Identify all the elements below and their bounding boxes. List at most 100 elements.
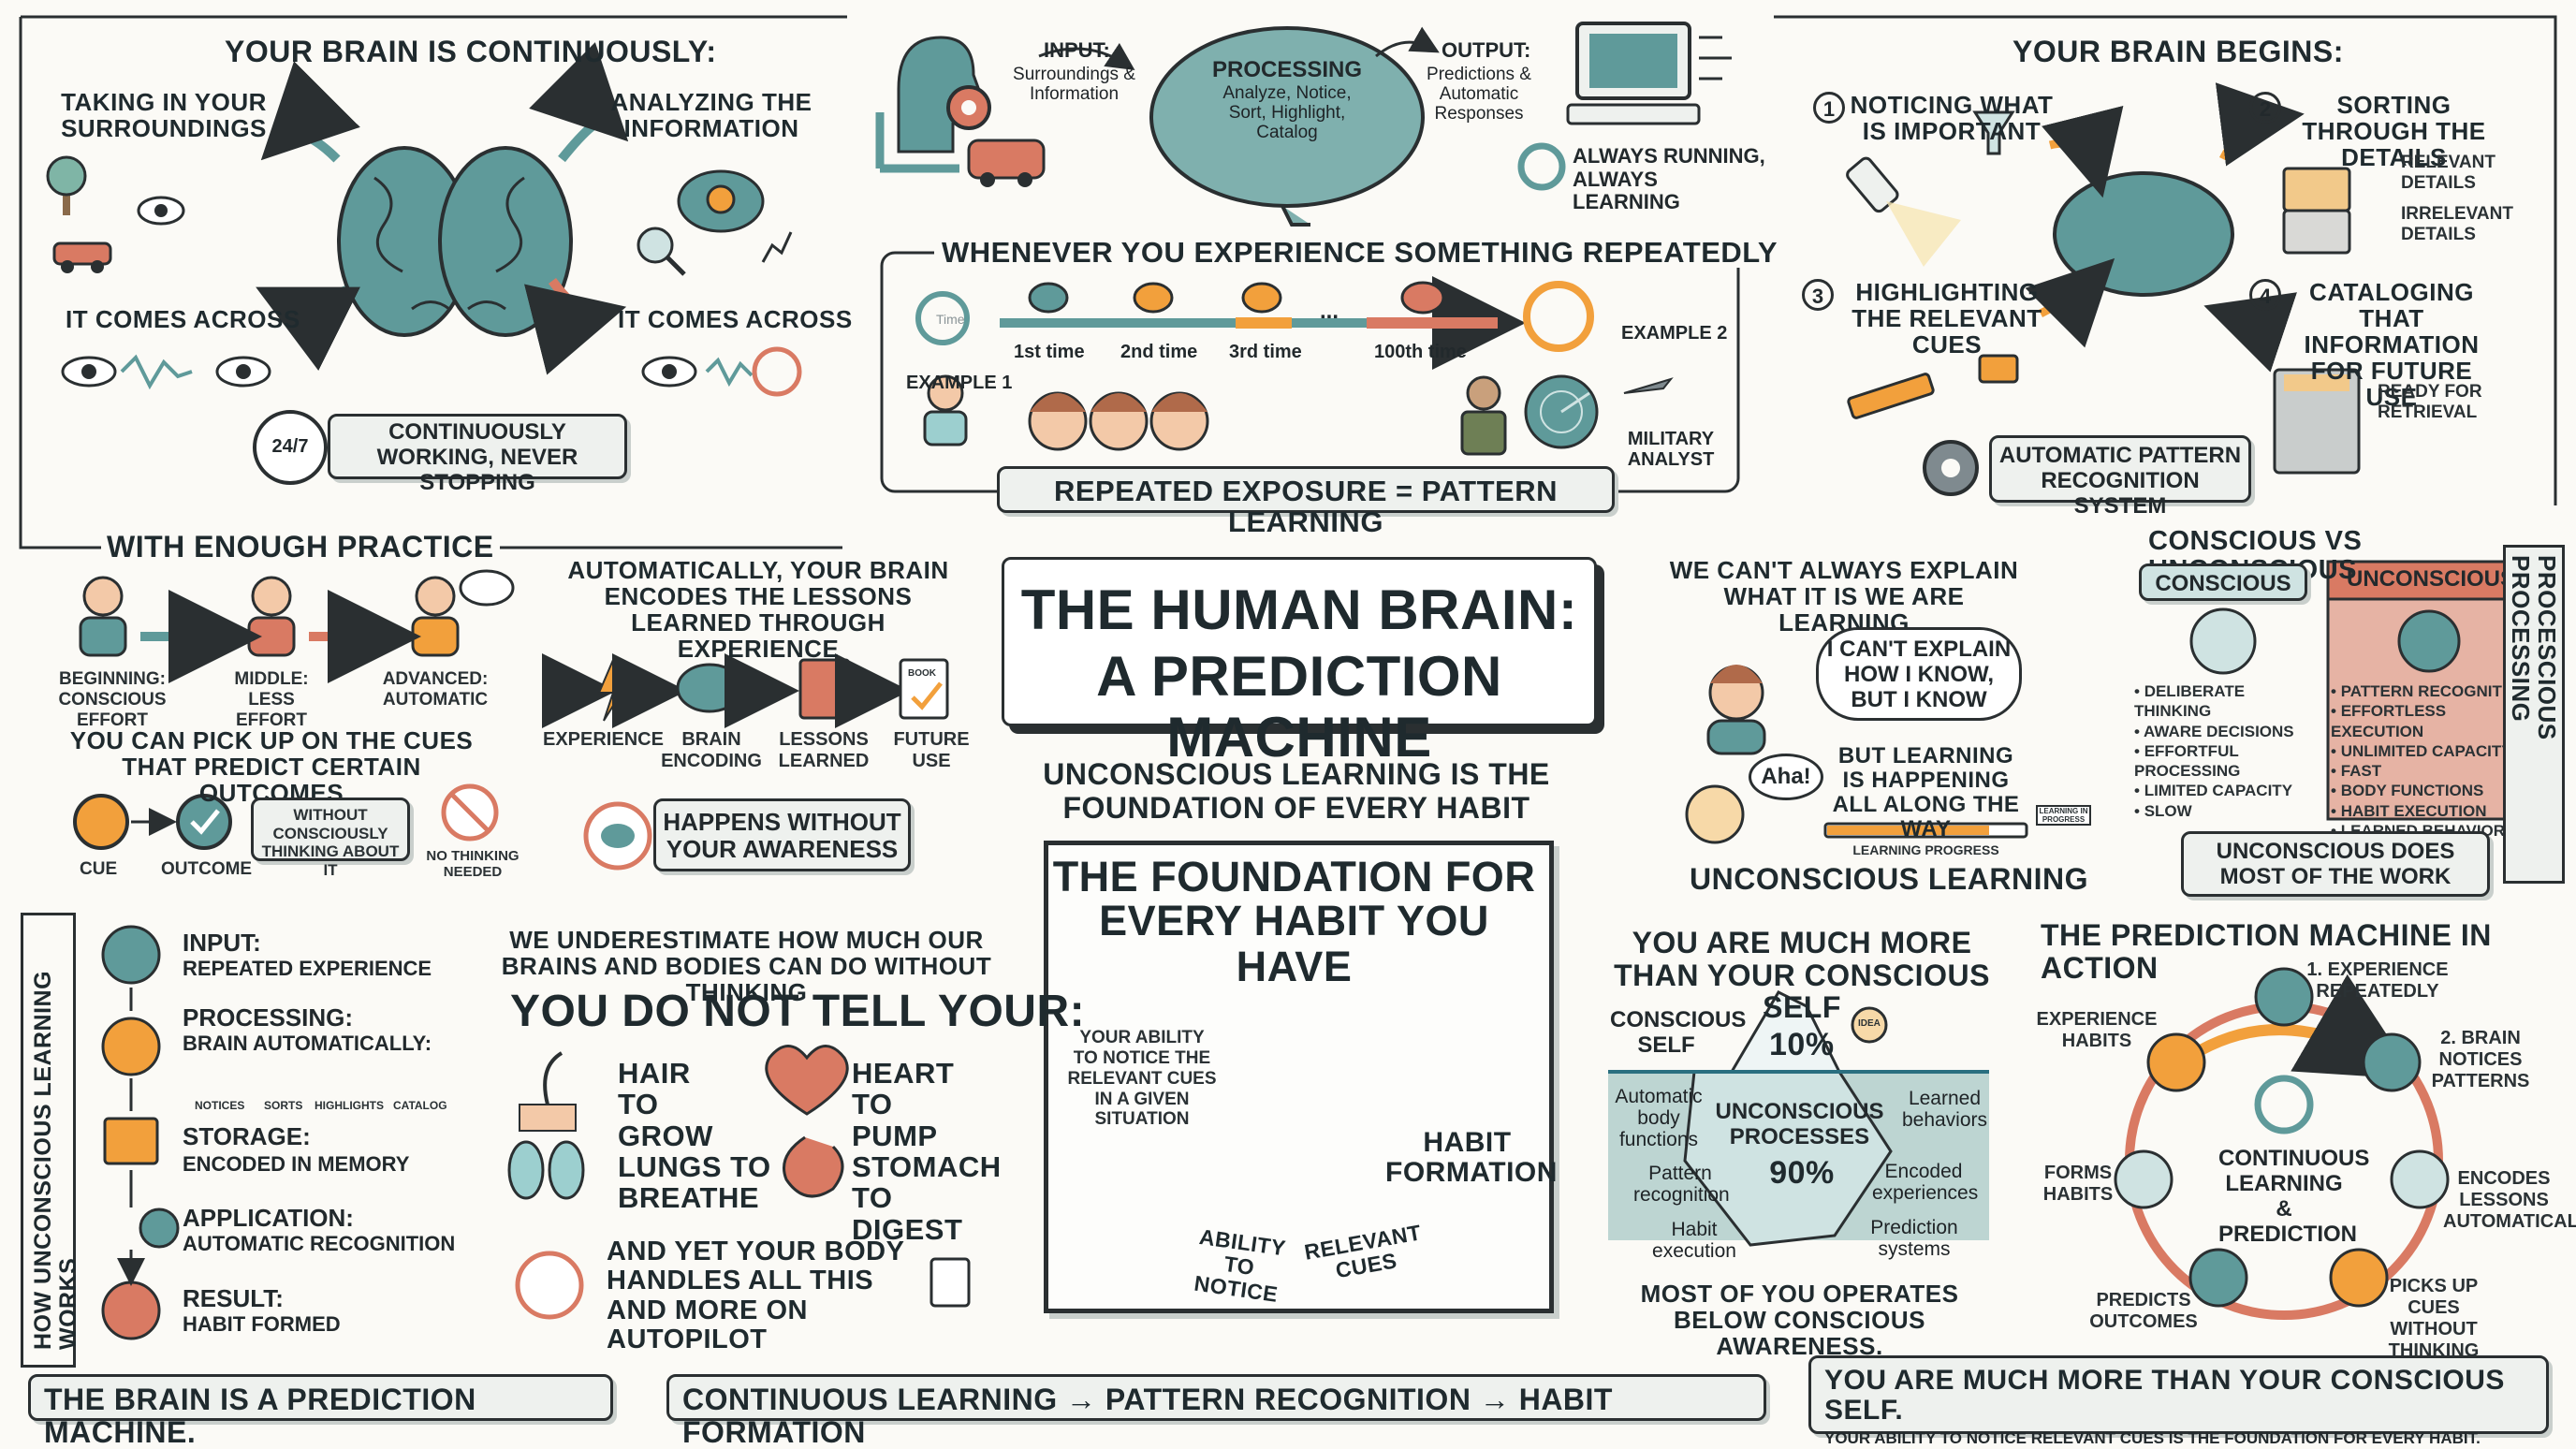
- encodes-title: AUTOMATICALLY, YOUR BRAIN ENCODES THE LE…: [567, 556, 949, 664]
- unconscious-item: BODY FUNCTIONS: [2331, 781, 2533, 800]
- eye-icon: [137, 196, 185, 226]
- iceberg-right-1: Learned behaviors: [1901, 1088, 1988, 1132]
- time-100: 100th time: [1374, 342, 1467, 362]
- does-most-box: UNCONSCIOUS DOES MOST OF THE WORK: [2181, 831, 2490, 897]
- how-application-label: APPLICATION:: [183, 1204, 354, 1232]
- cycle-arrows-icon: [1523, 281, 1594, 352]
- foundation-line1: THE FOUNDATION FOR: [1052, 853, 1536, 900]
- outcome-label: OUTCOME: [161, 859, 253, 879]
- subtitle-line1: UNCONSCIOUS LEARNING IS THE: [1043, 757, 1550, 791]
- explain-title: WE CAN'T ALWAYS EXPLAIN WHAT IT IS WE AR…: [1669, 556, 2019, 637]
- lightning-icon: [597, 659, 629, 722]
- lightbulb-icon: [1851, 1006, 1888, 1044]
- lungs-icon: [507, 1140, 585, 1200]
- vs-vertical-label: PROCESCIOUS PROCESSING: [2502, 545, 2565, 884]
- how-input-label: INPUT:: [183, 929, 261, 957]
- aha-face-icon: [1685, 784, 1745, 844]
- how-sub-highlights: HIGHLIGHTS: [315, 1099, 384, 1112]
- eye-icon: [215, 356, 271, 388]
- without-thinking-box: WITHOUT CONSCIOUSLY THINKING ABOUT IT: [251, 798, 410, 879]
- military-analyst: MILITARY ANALYST: [1627, 429, 1715, 471]
- storage-folder-icon: [103, 1117, 159, 1165]
- hair-icon: [519, 1051, 577, 1132]
- how-application-text: AUTOMATIC RECOGNITION: [183, 1232, 456, 1255]
- step-4-number: 4: [2249, 279, 2281, 311]
- footer-right-small: YOUR ABILITY TO NOTICE RELEVANT CUES IS …: [1824, 1428, 2481, 1447]
- flashlight-icon: [1846, 156, 1961, 267]
- gear-icon: [946, 85, 991, 130]
- cue-icon: [73, 794, 129, 850]
- how-result-text: HABIT FORMED: [183, 1312, 341, 1336]
- footer-middle: CONTINUOUS LEARNING → PATTERN RECOGNITIO…: [666, 1374, 1766, 1448]
- progress-sign: LEARNING IN PROGRESS: [2036, 805, 2091, 827]
- step-icon: [2114, 1149, 2174, 1209]
- brain-icon: [1400, 281, 1445, 315]
- continuous-title: YOUR BRAIN IS CONTINUOUSLY:: [225, 35, 717, 68]
- speech-bubble: I CAN'T EXPLAIN HOW I KNOW, BUT I KNOW: [1816, 627, 2022, 721]
- encode-step-lessons: LESSONS LEARNED: [778, 729, 870, 771]
- iceberg-left-1: Automatic body functions: [1615, 1086, 1703, 1151]
- body-lungs: LUNGS TO BREATHE: [618, 1150, 771, 1215]
- head-icon: [2189, 607, 2257, 675]
- main-title-line2: A PREDICTION MACHINE: [1096, 644, 1502, 768]
- iceberg-icon: [1608, 990, 1989, 1247]
- heart-icon: [765, 1045, 849, 1116]
- iceberg-pct-top: 10%: [1769, 1027, 1835, 1062]
- eye-icon: [641, 356, 697, 388]
- iceberg-conscious: CONSCIOUS SELF: [1610, 1007, 1747, 1058]
- time-3: 3rd time: [1229, 342, 1302, 362]
- explain-footer: UNCONSCIOUS LEARNING: [1690, 862, 2089, 896]
- unconscious-item: UNLIMITED CAPACITY: [2331, 741, 2533, 761]
- unconscious-item: HABIT EXECUTION: [2331, 801, 2533, 821]
- cycle-step-7: EXPERIENCE HABITS: [2036, 1009, 2158, 1051]
- magnifier-icon: [637, 227, 686, 276]
- block-ability: ABILITY TO NOTICE: [1193, 1223, 1288, 1307]
- body-autopilot: AND YET YOUR BODY HANDLES ALL THIS AND M…: [607, 1237, 904, 1354]
- iceberg-right-3: Prediction systems: [1870, 1217, 1958, 1261]
- step-icon: [2329, 1248, 2389, 1308]
- brain-icon: [676, 663, 743, 713]
- cycle-center-icon: [2254, 1075, 2314, 1134]
- face-icon: [1149, 391, 1209, 451]
- cycle-step-3: ENCODES LESSONS AUTOMATICALLY: [2443, 1168, 2576, 1232]
- time-icon: [915, 291, 970, 345]
- step-2-text: SORTING THROUGH THE DETAILS: [2302, 91, 2486, 172]
- person-icon: [247, 576, 296, 657]
- application-check-icon: [139, 1208, 180, 1249]
- encode-step-experience: EXPERIENCE: [543, 729, 664, 750]
- body-tell: YOU DO NOT TELL YOUR:: [510, 987, 1086, 1036]
- person-icon: [411, 576, 460, 657]
- how-sub-sorts: SORTS: [264, 1099, 303, 1112]
- brain-icon: [101, 1017, 161, 1076]
- step-icon: [2390, 1149, 2450, 1209]
- step-3-text: HIGHLIGHTING THE RELEVANT CUES: [1852, 278, 2042, 359]
- time-1: 1st time: [1014, 342, 1085, 362]
- habit-formation-label: HABIT FORMATION: [1385, 1127, 1558, 1189]
- highlighter-icon: [1847, 373, 1935, 419]
- unconscious-item: FAST: [2331, 761, 2533, 781]
- how-result-label: RESULT:: [183, 1284, 284, 1312]
- body-stomach: STOMACH TO DIGEST: [852, 1150, 1002, 1246]
- runner-icon: [101, 1281, 161, 1340]
- timeline-dots: ...: [1320, 299, 1339, 324]
- input-icon: [101, 925, 161, 985]
- comes-across-right: IT COMES ACROSS: [618, 305, 853, 333]
- how-storage-label: STORAGE:: [183, 1122, 311, 1150]
- face-icon: [1089, 391, 1149, 451]
- processing-text: Analyze, Notice, Sort, Highlight, Catalo…: [1222, 83, 1352, 142]
- gear-icon: [706, 184, 736, 214]
- how-processing-label: PROCESSING:: [183, 1003, 354, 1032]
- step-1-text: NOTICING WHAT IS IMPORTANT: [1850, 91, 2054, 146]
- brain-icon: [337, 146, 573, 337]
- input-label: INPUT:: [1044, 38, 1110, 62]
- step-icon: [2146, 1032, 2206, 1092]
- step-1-number: 1: [1813, 92, 1845, 124]
- speaker-icon: [1978, 354, 2019, 384]
- output-label: OUTPUT:: [1442, 38, 1531, 62]
- computer-icon: [1566, 22, 1701, 125]
- comes-across-left: IT COMES ACROSS: [66, 305, 300, 333]
- how-vertical-frame: [21, 913, 76, 1368]
- conscious-item: EFFORTFUL PROCESSING: [2134, 741, 2321, 782]
- body-heart: HEART TO PUMP: [852, 1057, 955, 1152]
- funnel-icon: [1972, 110, 2015, 155]
